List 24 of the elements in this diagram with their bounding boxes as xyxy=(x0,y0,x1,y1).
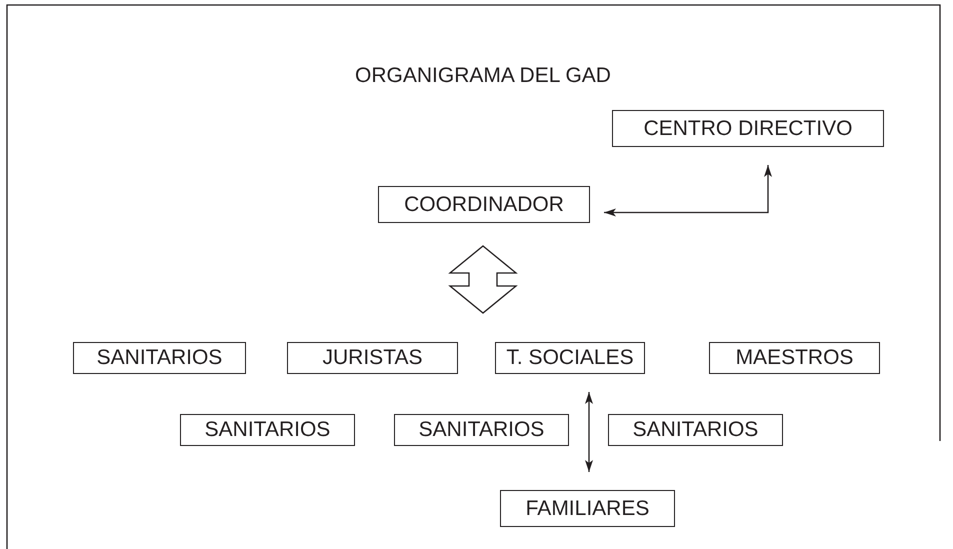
box-label: SANITARIOS xyxy=(418,418,544,442)
org-box xyxy=(394,414,569,446)
org-box xyxy=(378,186,590,223)
box-label: SANITARIOS xyxy=(204,418,330,442)
org-box xyxy=(612,110,884,147)
box-label: MAESTROS xyxy=(736,346,854,370)
org-box xyxy=(287,342,458,374)
org-box xyxy=(709,342,880,374)
arrow xyxy=(585,392,593,472)
org-box xyxy=(500,490,675,527)
org-box xyxy=(495,342,645,374)
box-label: COORDINADOR xyxy=(404,192,564,216)
box-label: SANITARIOS xyxy=(96,346,222,370)
arrow xyxy=(604,165,772,216)
block-double-arrow xyxy=(448,245,518,314)
org-box xyxy=(608,414,783,446)
box-label: CENTRO DIRECTIVO xyxy=(644,116,852,140)
diagram-title: ORGANIGRAMA DEL GAD xyxy=(354,64,612,88)
org-box xyxy=(180,414,355,446)
box-label: FAMILIARES xyxy=(526,496,650,520)
box-label: T. SOCIALES xyxy=(506,346,634,370)
org-box xyxy=(73,342,246,374)
box-label: JURISTAS xyxy=(322,346,422,370)
box-label: SANITARIOS xyxy=(632,418,758,442)
